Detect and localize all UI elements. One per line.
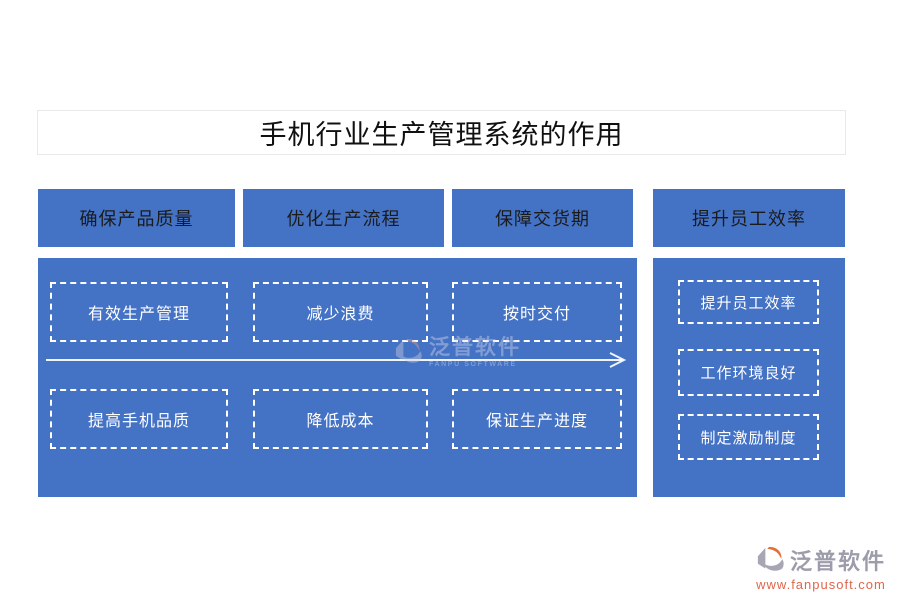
item-label: 制定激励制度	[700, 429, 797, 447]
header-improve-efficiency: 提升员工效率	[653, 189, 845, 247]
header-guarantee-delivery: 保障交货期	[452, 189, 633, 247]
item-on-time-delivery: 按时交付	[452, 282, 622, 342]
header-label: 保障交货期	[495, 209, 590, 229]
item-label: 保证生产进度	[485, 413, 588, 430]
page-title: 手机行业生产管理系统的作用	[259, 120, 624, 150]
fanpu-logo-icon	[757, 546, 784, 571]
header-label: 提升员工效率	[692, 209, 806, 229]
item-label: 减少浪费	[306, 306, 375, 323]
item-label: 工作环境良好	[700, 365, 797, 382]
item-improve-staff-efficiency: 提升员工效率	[678, 280, 819, 324]
item-label: 降低成本	[306, 413, 375, 430]
item-label: 有效生产管理	[87, 306, 190, 323]
item-good-work-environment: 工作环境良好	[678, 349, 819, 396]
item-label: 提高手机品质	[87, 413, 190, 430]
item-effective-production: 有效生产管理	[50, 282, 228, 342]
title-box: 手机行业生产管理系统的作用	[37, 110, 846, 155]
footer-brand: 泛普软件	[790, 549, 887, 574]
header-optimize-process: 优化生产流程	[243, 189, 444, 247]
left-panel: 有效生产管理 减少浪费 按时交付 提高手机品质 降低成本 保证生产进度	[38, 258, 637, 497]
footer-logo: 泛普软件 www.fanpusoft.com	[756, 544, 886, 592]
item-lower-cost: 降低成本	[253, 389, 428, 449]
item-ensure-production-progress: 保证生产进度	[452, 389, 622, 449]
item-reduce-waste: 减少浪费	[253, 282, 428, 342]
header-label: 确保产品质量	[79, 209, 194, 229]
header-label: 优化生产流程	[286, 209, 401, 229]
item-incentive-system: 制定激励制度	[678, 414, 819, 460]
flow-arrow-icon	[46, 352, 627, 368]
item-improve-phone-quality: 提高手机品质	[50, 389, 228, 449]
header-ensure-quality: 确保产品质量	[38, 189, 235, 247]
footer-url: www.fanpusoft.com	[756, 577, 886, 592]
right-panel: 提升员工效率 工作环境良好 制定激励制度	[653, 258, 845, 497]
footer-logo-row: 泛普软件	[756, 544, 886, 576]
item-label: 提升员工效率	[700, 294, 797, 312]
item-label: 按时交付	[502, 306, 571, 323]
